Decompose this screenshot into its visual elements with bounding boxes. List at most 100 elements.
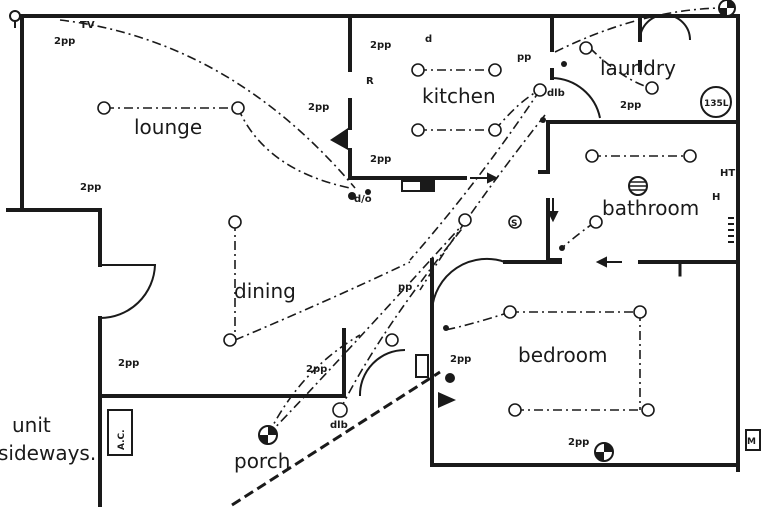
room-label-kitchen: kitchen <box>422 84 496 108</box>
room-label-bedroom: bedroom <box>518 343 607 367</box>
room-label-dining: dining <box>234 279 296 303</box>
pp-lounge-top: 2pp <box>54 36 75 47</box>
wire-tv-to-board <box>59 19 356 189</box>
light-bed-3 <box>508 403 522 417</box>
light-bath-2 <box>683 149 697 163</box>
light-laundry-2 <box>645 81 659 95</box>
dlb-kitchen: dlb <box>547 88 565 99</box>
light-dining-1 <box>228 215 242 229</box>
door-kitchen <box>551 77 601 119</box>
switch-d-label: d <box>425 34 432 45</box>
range-label: R <box>366 76 374 87</box>
smoke-detector-label: S <box>511 219 517 229</box>
switch-dot-3 <box>561 61 567 67</box>
switch-dot-6 <box>445 373 455 383</box>
walls <box>6 14 740 507</box>
wire-lounge-switch <box>237 107 351 189</box>
external-light-icon <box>718 0 736 17</box>
room-label-bathroom: bathroom <box>602 196 699 220</box>
range-fill <box>420 182 434 190</box>
pp-lounge-left: 2pp <box>80 182 101 193</box>
light-bed-1 <box>503 305 517 319</box>
light-hall-1 <box>458 213 472 227</box>
light-kitchen-4 <box>488 123 502 137</box>
arrows <box>470 172 622 268</box>
switch-icon-topleft <box>9 10 21 28</box>
meter-box-icon: M <box>745 429 761 451</box>
wire-porch <box>267 334 361 436</box>
wire-bed-switch <box>444 311 511 331</box>
light-bed-4 <box>641 403 655 417</box>
arrow-bath-head <box>547 211 559 223</box>
wall-left-step <box>6 208 102 398</box>
pp-laundry: 2pp <box>620 100 641 111</box>
light-kitchen-dlb <box>533 83 547 97</box>
wire-top-right <box>554 7 721 53</box>
wire-dining-curve <box>234 261 411 341</box>
pp-dining: 2pp <box>118 358 139 369</box>
wire-long-diagonal-1 <box>409 89 541 261</box>
wiring <box>59 7 721 436</box>
bedroom-switch-box <box>415 354 429 378</box>
exhaust-fan-icon <box>628 176 648 196</box>
door-laundry <box>639 14 691 41</box>
heater-label: H <box>712 192 720 203</box>
wire-laundry <box>589 47 651 89</box>
room-label-unit: unit <box>12 413 51 437</box>
pp-hall-lower: 2pp <box>306 364 327 375</box>
pp-kitchen-bottom: 2pp <box>370 154 391 165</box>
bath-heater-bars <box>728 217 734 243</box>
hot-water-label: 135L <box>704 99 729 109</box>
light-kitchen-3 <box>411 123 425 137</box>
tv-label: TV <box>80 20 95 31</box>
light-kitchen-1 <box>411 63 425 77</box>
pp-kitchen-top: 2pp <box>370 40 391 51</box>
switch-dots <box>348 61 567 383</box>
mains-cable <box>231 370 441 507</box>
dishwasher-label: d/o <box>354 194 372 205</box>
dlb-porch: dlb <box>330 420 348 431</box>
light-porch-dlb <box>332 402 348 418</box>
ac-unit-icon: A.C. <box>107 409 133 456</box>
bedroom-wall-light-icon <box>594 442 614 462</box>
light-hall-2 <box>385 333 399 347</box>
wire-porch-2 <box>267 221 466 436</box>
room-labels: lounge kitchen laundry dining bathroom b… <box>0 56 699 473</box>
ac-label: A.C. <box>117 429 127 450</box>
switch-dot-7 <box>559 245 565 251</box>
light-bed-2 <box>633 305 647 319</box>
room-label-laundry: laundry <box>600 56 676 80</box>
pp-kitchen-right: pp <box>517 52 531 63</box>
wall-bath-left <box>538 120 550 262</box>
switch-dot-1 <box>348 192 356 200</box>
light-lounge-2 <box>231 101 245 115</box>
pp-bedroom-bottom: 2pp <box>568 437 589 448</box>
light-kitchen-2 <box>488 63 502 77</box>
switch-dot-4 <box>540 117 546 123</box>
arrow-kitchen-head <box>487 172 499 184</box>
wire-dlb-lower <box>339 224 466 411</box>
light-lounge-1 <box>97 101 111 115</box>
switch-dot-2 <box>365 189 371 195</box>
hot-water-unit-icon: 135L <box>700 86 732 118</box>
room-label-porch: porch <box>234 449 290 473</box>
pp-lounge-right: 2pp <box>308 102 329 113</box>
exhaust-label: HT <box>720 168 735 179</box>
switch-dot-5 <box>443 325 449 331</box>
light-points <box>97 41 697 418</box>
smoke-detector <box>508 215 522 229</box>
arrow-bedroom-head <box>595 256 607 268</box>
room-label-sideways: sideways. <box>0 441 96 465</box>
wall-lower-left <box>98 394 342 507</box>
door-porch <box>358 349 406 397</box>
wire-long-diagonal-2 <box>419 114 546 291</box>
pp-bedroom-left: 2pp <box>450 354 471 365</box>
door-bedroom <box>431 257 506 311</box>
porch-light-icon <box>258 425 278 445</box>
meter-label: M <box>747 437 756 447</box>
light-bath-1 <box>585 149 599 163</box>
wire-bath-fan <box>559 221 596 251</box>
switchboard-arrow-icon <box>330 128 348 150</box>
pp-hall: pp <box>398 282 412 293</box>
